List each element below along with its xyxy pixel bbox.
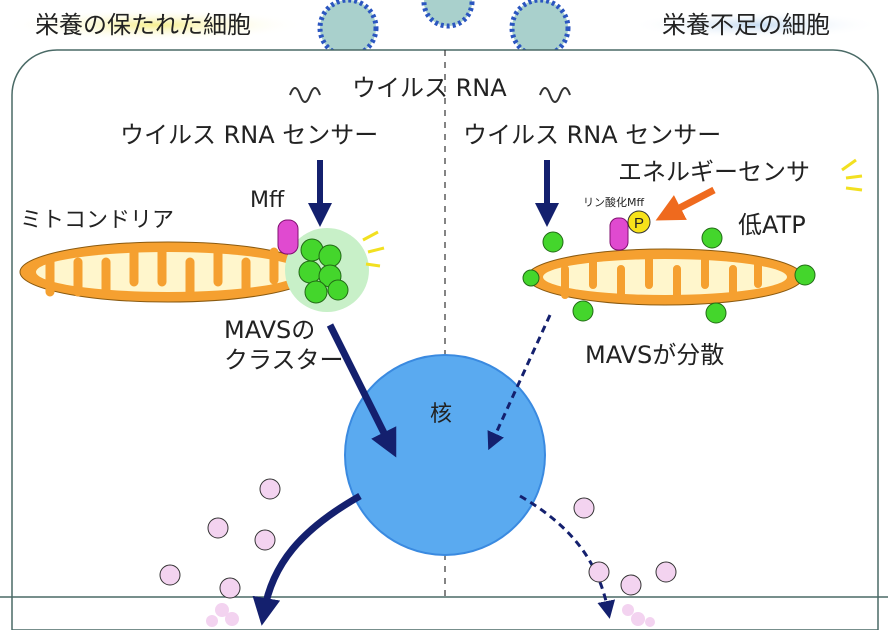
nucleus xyxy=(344,354,546,556)
sensor-label-left: ウイルス RNA センサー xyxy=(120,121,379,149)
viral-rna-label: ウイルス RNA xyxy=(352,74,507,102)
mitochondrion-right xyxy=(526,248,804,306)
rna-wave-icon xyxy=(539,87,571,103)
left-label-glow xyxy=(5,9,305,41)
mff-protein xyxy=(277,219,299,255)
mavs-cluster xyxy=(298,238,349,304)
virus-particles xyxy=(317,0,571,59)
mitochondria-label: ミトコンドリア xyxy=(20,208,175,233)
mavs-cluster-label-2: クラスター xyxy=(224,346,344,374)
energy-signal-icon xyxy=(841,158,863,192)
mavs-dispersed xyxy=(522,227,816,324)
mitochondrion-left xyxy=(19,241,317,303)
low-atp-label: 低ATP xyxy=(738,211,806,239)
nucleus-label: 核 xyxy=(430,402,453,427)
mff-label: Mff xyxy=(250,188,285,213)
secretion-arrow-right xyxy=(519,494,616,619)
right-cell-title: 栄養不足の細胞 xyxy=(662,11,830,39)
energy-sensor-label: エネルギーセンサ xyxy=(618,158,810,186)
energy-sensor-arrow xyxy=(655,186,716,221)
phospho-mff-label: リン酸化Mff xyxy=(583,196,645,209)
sensor-label-right: ウイルス RNA センサー xyxy=(463,121,722,149)
secreted-particles xyxy=(206,603,655,627)
signal-burst-icon xyxy=(362,230,385,268)
phosphate-badge xyxy=(627,210,651,234)
rna-wave-icon xyxy=(289,87,321,103)
nucleus-arrow-left xyxy=(326,323,397,458)
vesicles xyxy=(159,478,677,599)
secretion-arrow-left xyxy=(252,492,362,626)
left-cell-title: 栄養の保たれた細胞 xyxy=(35,11,251,39)
mavs-cluster-label-1: MAVSの xyxy=(224,316,316,344)
phospho-mff-protein xyxy=(609,217,629,251)
right-label-glow xyxy=(630,11,880,39)
phosphate-label: P xyxy=(634,215,644,232)
mavs-dispersed-label: MAVSが分散 xyxy=(585,341,725,369)
